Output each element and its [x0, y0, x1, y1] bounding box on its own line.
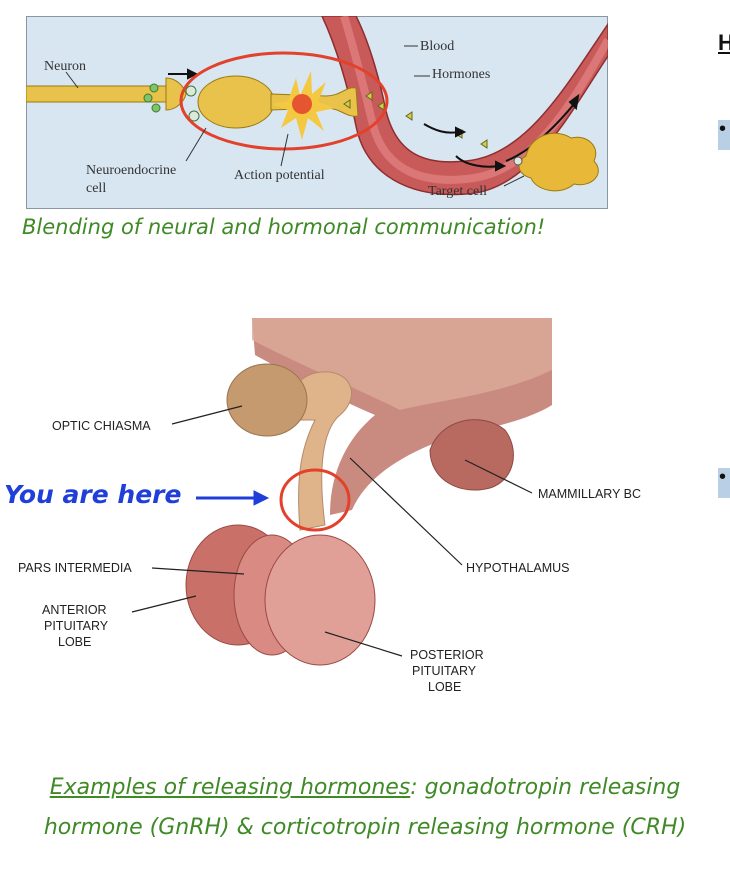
leader-lines-top — [65, 45, 525, 187]
label-posterior-3: LOBE — [428, 680, 461, 694]
label-posterior-1: POSTERIOR — [410, 648, 484, 662]
label-posterior-2: PITUITARY — [412, 664, 477, 678]
bottom-caption: Examples of releasing hormones: gonadotr… — [0, 768, 730, 848]
neuroendocrine-cell-body — [197, 75, 275, 129]
label-anterior-3: LOBE — [58, 635, 91, 649]
neuroendocrine-diagram: Neuron Blood Hormones Neuroendocrine cel… — [26, 16, 608, 209]
vesicles — [143, 83, 200, 122]
mammillary-body — [429, 419, 514, 491]
right-heading-fragment: H — [718, 30, 730, 55]
pituitary-stalk — [293, 371, 352, 531]
caption-rest: : gonadotropin releasing — [410, 775, 681, 800]
bullet-dot-1: • — [719, 118, 727, 140]
receptor — [513, 156, 523, 166]
target-cell — [518, 132, 599, 192]
you-are-here-circle — [279, 468, 351, 532]
bottom-caption-line2: hormone (GnRH) & corticotropin releasing… — [43, 815, 687, 840]
bullet-block-1 — [718, 120, 730, 150]
leader-lines-pituitary — [131, 405, 533, 657]
label-blood: Blood — [420, 39, 454, 54]
label-anterior-1: ANTERIOR — [42, 603, 107, 617]
label-mammillary-body: MAMMILLARY BC — [538, 487, 641, 501]
bullet-block-2 — [718, 468, 730, 498]
highlight-circle-top — [179, 51, 389, 151]
you-are-here-label: You are here — [4, 480, 182, 509]
label-neuroendocrine: Neuroendocrine — [86, 163, 176, 178]
label-anterior-2: PITUITARY — [44, 619, 109, 633]
label-neuroendocrine-cell: cell — [86, 181, 106, 196]
pituitary-diagram: OPTIC CHIASMA MAMMILLARY BC HYPOTHALAMUS… — [18, 318, 641, 694]
bottom-caption-line1: Examples of releasing hormones: gonadotr… — [0, 768, 730, 808]
label-target-cell: Target cell — [428, 184, 487, 199]
label-action-potential: Action potential — [234, 168, 325, 183]
caption-underlined: Examples of releasing hormones — [49, 775, 411, 800]
action-potential-burst — [272, 71, 336, 140]
label-optic-chiasma: OPTIC CHIASMA — [52, 419, 151, 433]
label-hypothalamus: HYPOTHALAMUS — [466, 561, 570, 575]
posterior-lobe — [264, 534, 376, 666]
bullet-dot-2: • — [719, 466, 727, 488]
label-hormones: Hormones — [432, 67, 490, 82]
top-caption: Blending of neural and hormonal communic… — [22, 215, 546, 239]
label-pars-intermedia: PARS INTERMEDIA — [18, 561, 132, 575]
optic-chiasma — [226, 363, 308, 437]
label-neuron: Neuron — [44, 59, 86, 74]
you-are-here-arrow — [196, 490, 270, 506]
